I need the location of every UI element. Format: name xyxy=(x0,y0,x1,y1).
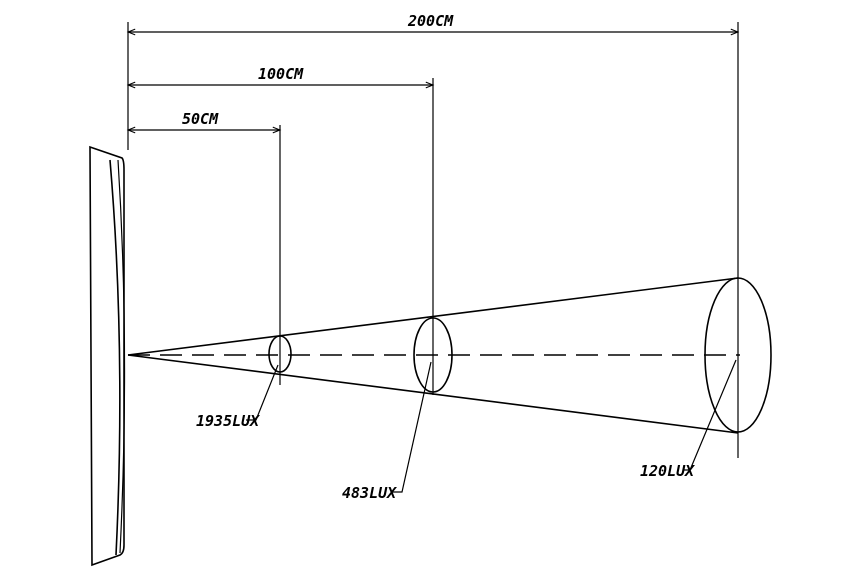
dimension-label-50: 50CM xyxy=(182,110,219,128)
spot-ellipse-50 xyxy=(268,335,292,373)
lux-label-50: 1935LUX xyxy=(196,412,260,430)
lux-label-200: 120LUX xyxy=(640,462,695,480)
light-cone xyxy=(127,277,740,434)
spot-ellipse-200 xyxy=(704,277,772,433)
spot-ellipse-100 xyxy=(413,317,453,393)
lux-label-100: 483LUX xyxy=(342,484,397,502)
dimension-label-200: 200CM xyxy=(407,12,454,30)
dimension-label-100: 100CM xyxy=(258,65,304,83)
lamp-body xyxy=(89,145,126,567)
leader-lines xyxy=(246,359,737,493)
